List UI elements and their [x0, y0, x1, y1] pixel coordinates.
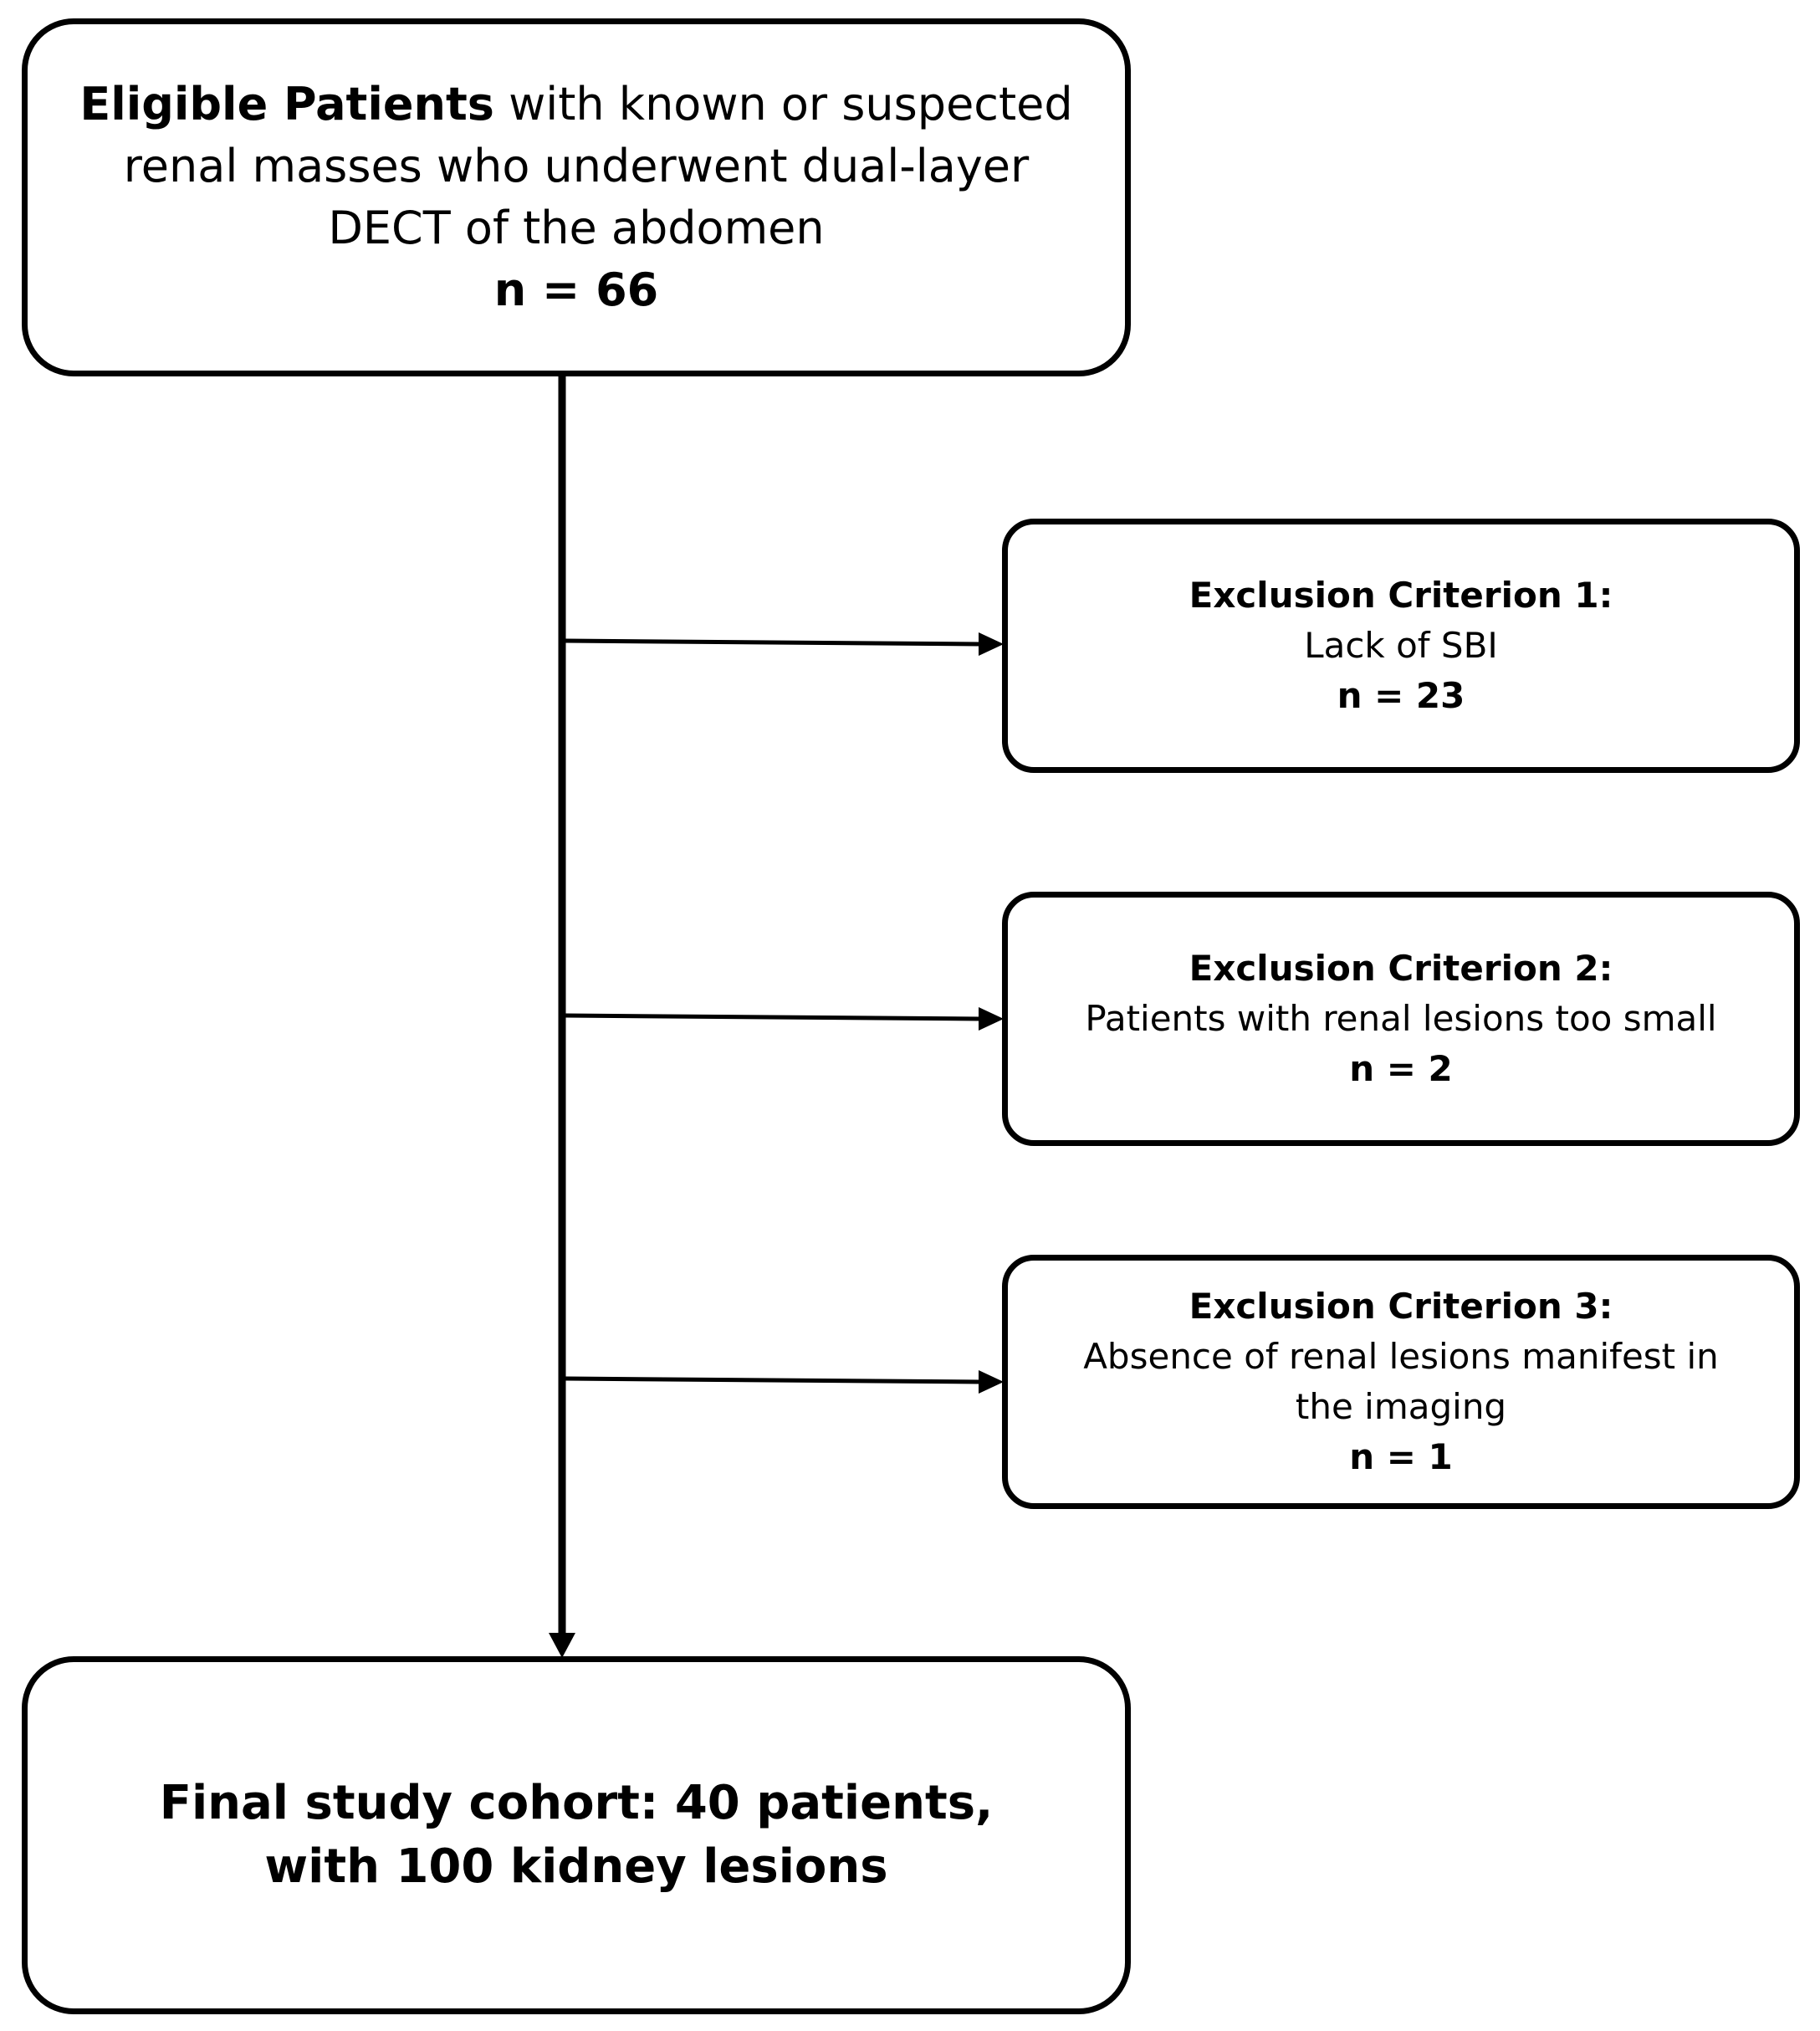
- exclusion-criterion-2-box: Exclusion Criterion 2: Patients with ren…: [1002, 892, 1800, 1146]
- exclusion-criterion-1-title: Exclusion Criterion 1:: [1189, 575, 1613, 616]
- exclusion-criterion-1-count: n = 23: [1337, 675, 1465, 716]
- exclusion-criterion-2-title: Exclusion Criterion 2:: [1189, 948, 1613, 989]
- exclusion-1-arrowhead: [979, 632, 1004, 656]
- eligible-patients-label: Eligible Patients: [79, 78, 494, 130]
- exclusion-1-connector: [565, 638, 981, 647]
- eligible-patients-description: Eligible Patients with known or suspecte…: [61, 74, 1091, 259]
- final-cohort-label: Final study cohort: 40 patients, with 10…: [159, 1776, 994, 1894]
- exclusion-criterion-3-box: Exclusion Criterion 3: Absence of renal …: [1002, 1255, 1800, 1509]
- exclusion-criterion-3-count: n = 1: [1349, 1436, 1453, 1477]
- eligible-patients-box: Eligible Patients with known or suspecte…: [22, 18, 1131, 376]
- exclusion-3-connector: [565, 1376, 981, 1384]
- exclusion-criterion-3-description: Absence of renal lesions manifest in the…: [1083, 1336, 1719, 1427]
- exclusion-criterion-2-description: Patients with renal lesions too small: [1085, 998, 1717, 1039]
- final-cohort-box: Final study cohort: 40 patients, with 10…: [22, 1656, 1131, 2014]
- exclusion-2-connector: [565, 1013, 981, 1021]
- exclusion-criterion-1-box: Exclusion Criterion 1: Lack of SBI n = 2…: [1002, 519, 1800, 773]
- exclusion-criterion-3-title: Exclusion Criterion 3:: [1189, 1286, 1613, 1327]
- eligible-patients-criteria: with known or suspected renal masses who…: [123, 78, 1073, 254]
- exclusion-3-arrowhead: [979, 1370, 1004, 1394]
- exclusion-criterion-1-description: Lack of SBI: [1304, 625, 1498, 666]
- exclusion-2-arrowhead: [979, 1007, 1004, 1031]
- exclusion-criterion-2-count: n = 2: [1349, 1048, 1453, 1089]
- eligible-patients-count: n = 66: [493, 263, 659, 316]
- main-flow-arrowhead: [549, 1633, 575, 1658]
